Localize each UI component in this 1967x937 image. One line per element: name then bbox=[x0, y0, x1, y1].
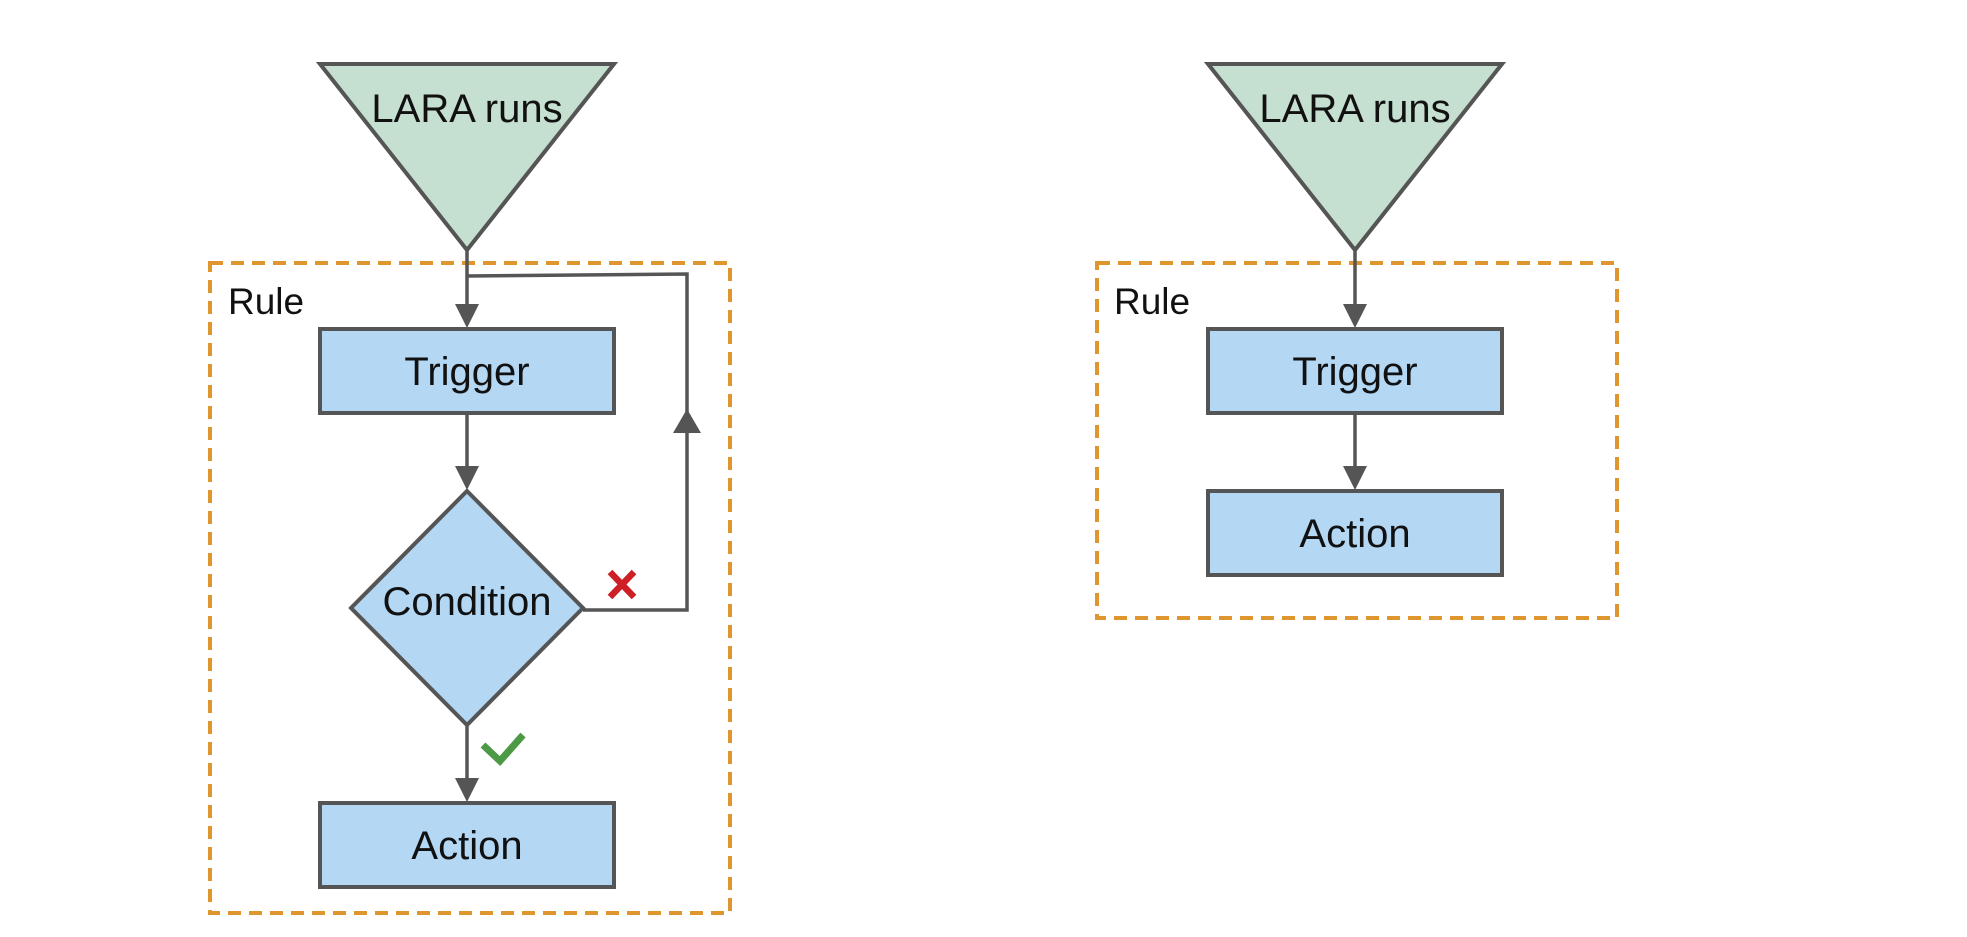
right-trigger-label: Trigger bbox=[1292, 350, 1417, 394]
right-rule-group-border bbox=[1095, 261, 1619, 620]
left-trigger-arrowhead bbox=[455, 304, 479, 328]
left-condition-fail-loop-connector bbox=[466, 272, 689, 612]
right-trigger-arrowhead bbox=[1343, 304, 1367, 328]
left-trigger-box bbox=[318, 327, 616, 415]
left-action-box bbox=[318, 801, 616, 889]
right-action-label: Action bbox=[1299, 512, 1410, 556]
right-trigger-box bbox=[1206, 327, 1504, 415]
left-condition-label: Condition bbox=[382, 580, 551, 624]
left-action-label: Action bbox=[411, 824, 522, 868]
left-rule-label: Rule bbox=[228, 281, 304, 322]
right-start-triangle bbox=[1203, 62, 1507, 254]
left-start-label: LARA runs bbox=[371, 87, 562, 131]
left-rule-group-border bbox=[208, 261, 732, 915]
left-condition-arrowhead bbox=[455, 466, 479, 490]
checkmark-icon bbox=[480, 732, 526, 767]
right-rule-label: Rule bbox=[1114, 281, 1190, 322]
left-trigger-label: Trigger bbox=[404, 350, 529, 394]
left-flow: Rule LARA runs Trigger Condition Action bbox=[208, 62, 732, 915]
right-start-label: LARA runs bbox=[1259, 87, 1450, 131]
right-action-arrowhead bbox=[1343, 466, 1367, 490]
right-flow: Rule LARA runs Trigger Action bbox=[1095, 62, 1619, 620]
left-start-triangle bbox=[315, 62, 619, 254]
left-condition-diamond bbox=[348, 488, 586, 728]
left-action-arrowhead bbox=[455, 778, 479, 802]
cross-icon bbox=[607, 569, 637, 600]
left-loop-up-arrowhead bbox=[673, 409, 701, 433]
right-action-box bbox=[1206, 489, 1504, 577]
